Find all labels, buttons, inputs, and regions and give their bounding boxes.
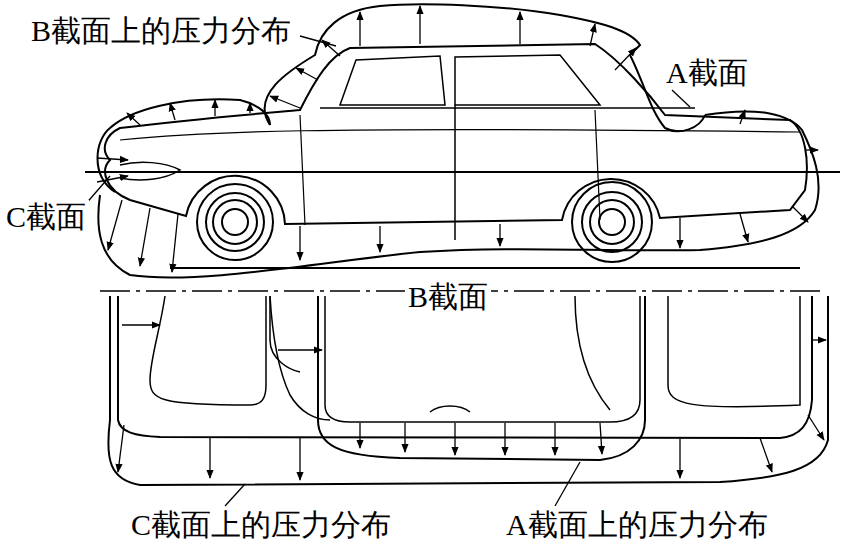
windshield-outline — [270, 296, 330, 420]
pressure-arrow — [299, 226, 300, 260]
section-label: C截面上的压力分布 — [128, 508, 394, 541]
pressure-arrow — [760, 438, 772, 472]
pressure-arrow — [615, 48, 636, 70]
section-label: A截面上的压力分布 — [503, 508, 771, 541]
wheel — [599, 209, 625, 235]
pressure-envelope — [270, 296, 300, 372]
wheel — [197, 184, 273, 260]
mirror — [430, 406, 470, 412]
pressure-arrow — [519, 12, 520, 44]
side-window — [455, 55, 600, 105]
body-trim-line — [120, 130, 800, 140]
pressure-arrow — [554, 423, 555, 455]
pressure-arrow — [419, 6, 420, 44]
pressure-arrow — [740, 110, 745, 124]
pressure-arrow — [122, 324, 160, 325]
section-label: C截面 — [3, 200, 89, 233]
pressure-arrow — [499, 224, 500, 246]
pressure-arrow — [504, 423, 505, 455]
hood-outline — [150, 296, 266, 405]
wheel — [206, 193, 264, 251]
section-label: A截面 — [663, 56, 751, 89]
pressure-arrow — [812, 339, 826, 340]
side-window — [340, 56, 445, 105]
pressure-arrow — [740, 214, 748, 242]
roof-outline — [325, 296, 640, 422]
front-fin — [120, 162, 180, 180]
pressure-arrow — [359, 12, 360, 46]
pressure-arrow — [214, 100, 215, 116]
b-pressure-envelope — [265, 4, 705, 131]
section-label: B截面 — [405, 280, 491, 313]
pressure-arrow — [379, 226, 380, 252]
pressure-arrow — [454, 423, 455, 455]
lower-pressure-envelope — [98, 111, 818, 277]
pressure-arrow — [270, 96, 300, 108]
c-section-line — [85, 171, 840, 173]
pressure-arrow — [404, 423, 405, 452]
pressure-arrow — [249, 103, 250, 113]
pressure-arrow — [127, 113, 140, 125]
pressure-arrow — [590, 24, 595, 46]
pressure-arrow — [600, 423, 602, 454]
leader-line — [225, 484, 245, 506]
pressure-arrow — [299, 438, 300, 480]
pressure-arrow — [209, 438, 210, 478]
a-pressure-envelope — [318, 296, 645, 460]
a-section-line — [320, 107, 695, 109]
pressure-arrow — [97, 158, 128, 160]
door-line — [300, 115, 305, 225]
leader-line — [672, 90, 690, 107]
ground-line — [170, 267, 800, 269]
c-pressure-envelope — [108, 296, 828, 485]
rear-window-outline — [575, 296, 610, 410]
wheel — [582, 192, 642, 252]
pressure-arrow — [108, 200, 122, 250]
pressure-arrow — [172, 214, 178, 272]
wheel — [590, 200, 634, 244]
pressure-arrow — [679, 439, 680, 478]
pressure-arrow — [140, 208, 150, 266]
car-body-side — [105, 44, 807, 224]
car-body-top — [118, 296, 812, 438]
pressure-arrow — [118, 425, 124, 472]
pressure-arrow — [808, 415, 824, 440]
wheel — [222, 209, 248, 235]
door-line — [454, 105, 456, 240]
wheel — [213, 200, 257, 244]
pressure-arrow — [359, 423, 360, 448]
pressure-arrow — [296, 68, 318, 80]
pressure-arrow — [806, 149, 818, 150]
pressure-arrow — [792, 206, 808, 222]
pressure-arrow — [278, 349, 322, 350]
leader-line — [555, 462, 580, 506]
section-label: B截面上的压力分布 — [28, 14, 294, 47]
leader-line — [300, 36, 336, 46]
front-pressure-envelope — [98, 99, 271, 192]
pressure-arrow — [679, 218, 680, 248]
pressure-arrow — [170, 103, 175, 120]
pressure-arrow — [97, 176, 128, 182]
trunk-outline — [668, 296, 800, 407]
